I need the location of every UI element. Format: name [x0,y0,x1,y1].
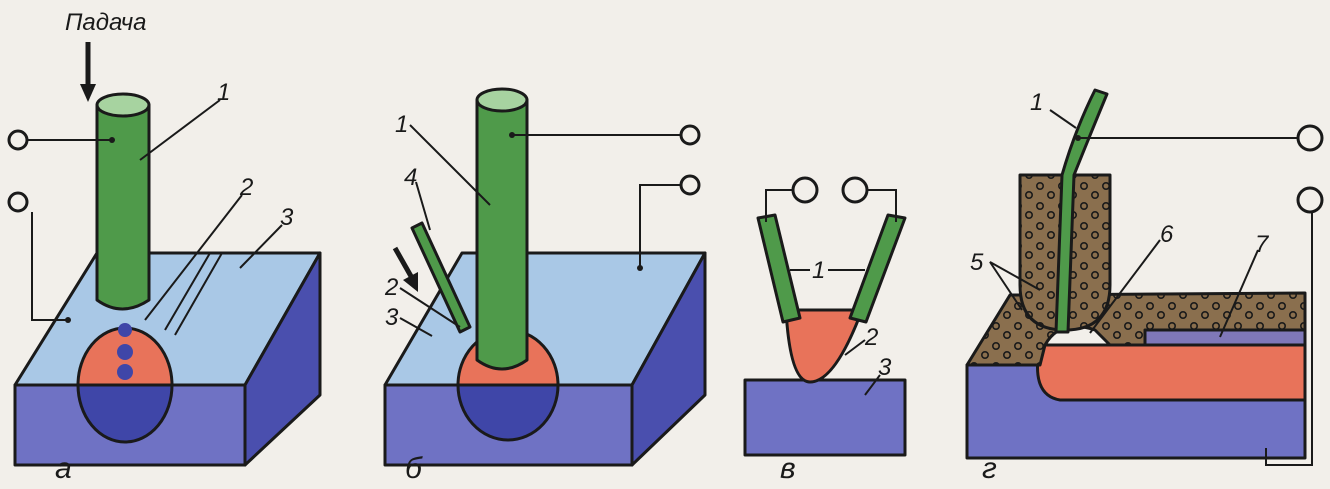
label-2: 2 [239,174,253,201]
terminal [7,191,29,213]
label-5: 5 [970,249,984,276]
filler-rod [410,221,472,334]
label-1: 1 [395,111,408,138]
label-3: 3 [385,304,399,331]
label-6: 6 [1160,221,1174,248]
label-3: 3 [280,204,294,231]
label-3: 3 [878,354,892,381]
feed-label: Падача [65,9,147,36]
workpiece-side [630,251,707,467]
weld-pool [784,308,864,384]
panel-v: 1 2 3 в [743,176,907,485]
electrode [95,92,151,311]
caption-v: в [780,452,796,485]
label-1: 1 [1030,89,1043,116]
label-1: 1 [217,79,230,106]
caption-g: г [982,452,997,485]
feed-arrow-icon [392,246,418,292]
label-7: 7 [1255,231,1270,258]
caption-b: б [405,452,423,485]
panel-a: Падача 1 2 3 а [7,9,322,485]
terminal [7,129,29,151]
electrode-left [756,213,802,324]
workpiece [743,378,907,457]
panel-b: 1 4 2 3 б [383,87,707,485]
electrode-wire [1054,88,1109,334]
label-4: 4 [404,164,417,191]
caption-a: а [55,452,72,485]
label-2: 2 [864,324,878,351]
label-1: 1 [812,257,825,284]
electrode [475,87,529,371]
feed-arrow-icon [80,42,96,102]
workpiece-side [243,251,322,467]
electrode-right [848,213,907,324]
panel-g: 1 5 6 7 г [965,88,1324,485]
slag-crust [1143,328,1307,347]
weld-bead [1036,343,1307,402]
weld-pool [76,323,174,444]
label-2: 2 [384,274,398,301]
